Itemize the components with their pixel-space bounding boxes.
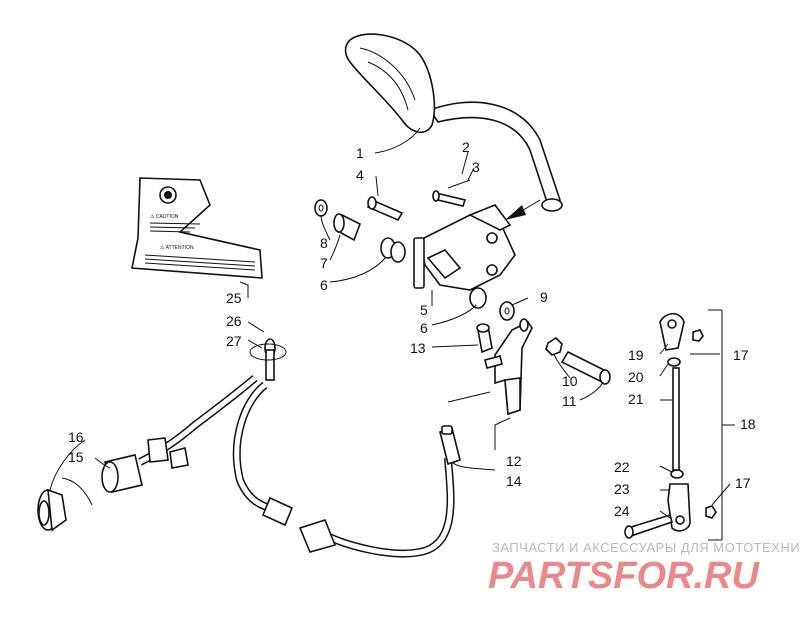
callout-11: 11 — [562, 393, 577, 409]
grommet-26 — [264, 338, 276, 381]
callout-23: 23 — [614, 481, 630, 497]
callout-18: 18 — [740, 416, 756, 432]
callout-15: 15 — [68, 449, 84, 465]
callout-8: 8 — [320, 235, 328, 251]
callout-5: 5 — [420, 302, 428, 318]
decal-attention-text: ⚠ ATTENTION — [160, 245, 194, 251]
shift-lever — [344, 33, 563, 212]
callout-7: 7 — [320, 255, 328, 271]
watermark-brand: PARTSFOR.RU — [488, 555, 760, 597]
direction-arrow-icon — [505, 199, 541, 220]
callout-6-left: 6 — [320, 277, 328, 293]
washer-8 — [314, 199, 328, 217]
harness-14 — [298, 425, 461, 558]
bolt-11 — [560, 350, 611, 385]
callout-12: 12 — [506, 453, 522, 469]
clip-27 — [249, 343, 287, 361]
pin-3 — [447, 179, 471, 189]
callout-17-bottom: 17 — [735, 475, 751, 491]
callout-4: 4 — [356, 167, 364, 183]
bracket-12 — [484, 318, 533, 416]
callout-27: 27 — [226, 333, 242, 349]
callout-22: 22 — [614, 459, 630, 475]
callout-10: 10 — [562, 373, 578, 389]
callout-16: 16 — [68, 429, 84, 445]
callout-3: 3 — [472, 159, 480, 175]
callout-1: 1 — [356, 145, 364, 161]
shift-bracket — [413, 204, 516, 291]
bushing-7 — [333, 213, 362, 242]
nut-10 — [545, 336, 563, 356]
callout-26: 26 — [226, 313, 242, 329]
bolt-4 — [366, 196, 404, 222]
spacer-6-left — [380, 237, 406, 263]
switch-13 — [476, 323, 493, 354]
callout-19: 19 — [628, 347, 644, 363]
callout-17-top: 17 — [733, 347, 749, 363]
callout-20: 20 — [628, 369, 644, 385]
watermark: ЗАПЧАСТИ И АКСЕССУАРЫ ДЛЯ МОТОТЕХНИКИ PA… — [488, 540, 800, 597]
callout-24: 24 — [614, 503, 630, 519]
callout-9: 9 — [540, 289, 548, 305]
callout-2: 2 — [462, 139, 470, 155]
spacer-6-right — [469, 287, 487, 309]
callout-6-right: 6 — [420, 320, 428, 336]
watermark-tagline: ЗАПЧАСТИ И АКСЕССУАРЫ ДЛЯ МОТОТЕХНИКИ — [492, 540, 800, 555]
callout-13: 13 — [410, 340, 426, 356]
callout-21: 21 — [628, 391, 644, 407]
leader-lines — [49, 127, 731, 519]
bolt-2 — [432, 190, 467, 207]
callouts: 1 2 3 4 5 6 6 7 8 9 10 11 12 13 14 15 16… — [68, 139, 756, 519]
boot-16 — [37, 477, 93, 532]
callout-25: 25 — [226, 290, 242, 306]
decal-caution-text: ⚠ CAUTION — [150, 214, 179, 220]
callout-14: 14 — [506, 473, 522, 489]
washer-9 — [499, 301, 515, 321]
decal-25: ⚠ CAUTION ⚠ ATTENTION — [131, 177, 263, 279]
linkage-assembly-18 — [624, 309, 735, 541]
harness-15 — [101, 374, 294, 527]
